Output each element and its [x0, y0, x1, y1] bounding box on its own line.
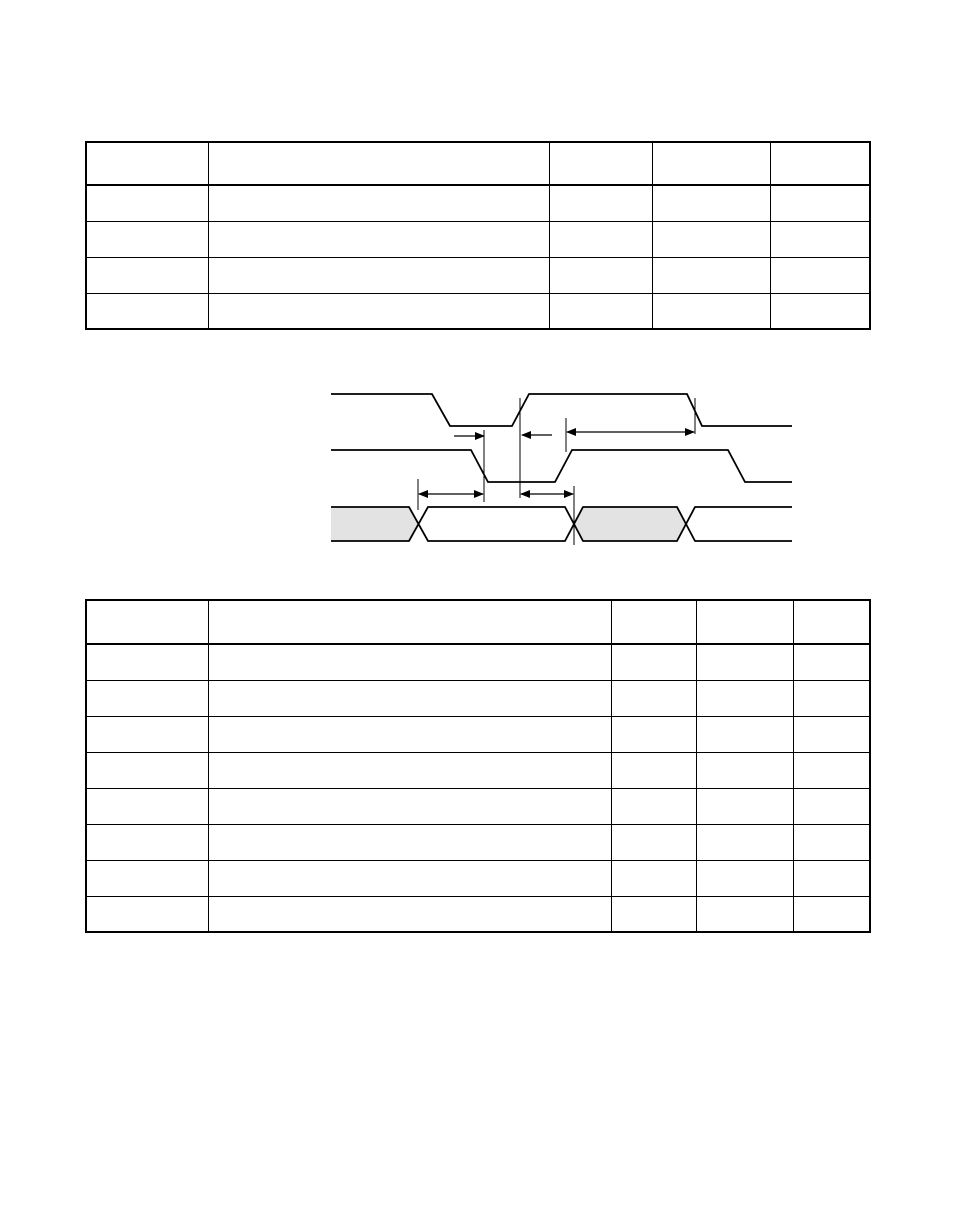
table-cell [651, 220, 771, 258]
table-cell [695, 823, 794, 861]
table-row [85, 859, 871, 897]
table-cell [695, 679, 794, 717]
table-cell [207, 184, 550, 222]
table-cell [85, 823, 209, 861]
table-cell [207, 715, 612, 753]
table-cell [792, 643, 871, 681]
table-cell [792, 859, 871, 897]
table-cell [207, 643, 612, 681]
table-cell [610, 679, 697, 717]
table-cell [792, 751, 871, 789]
header-cell [85, 141, 209, 186]
table-row [85, 787, 871, 825]
table-cell [207, 220, 550, 258]
timing-diagram [331, 393, 792, 545]
table-cell [207, 679, 612, 717]
header-cell [695, 599, 794, 645]
table-cell [792, 895, 871, 933]
table-cell [695, 751, 794, 789]
table-cell [651, 292, 771, 330]
header-cell [207, 141, 550, 186]
header-cell [792, 599, 871, 645]
table-cell [85, 184, 209, 222]
table-cell [610, 643, 697, 681]
table-cell [85, 787, 209, 825]
table-cell [792, 679, 871, 717]
table-row [85, 823, 871, 861]
table-cell [207, 859, 612, 897]
table-row [85, 643, 871, 681]
table-cell [85, 751, 209, 789]
table-cell [85, 643, 209, 681]
table-cell [610, 715, 697, 753]
bus-invalid-region [574, 507, 686, 541]
table-cell [610, 751, 697, 789]
table-row [85, 292, 871, 330]
table-cell [610, 823, 697, 861]
table-cell [769, 292, 871, 330]
table-cell [85, 715, 209, 753]
table-row [85, 679, 871, 717]
table-cell [207, 823, 612, 861]
table-cell [207, 895, 612, 933]
table-header-row [85, 141, 871, 186]
table-cell [695, 859, 794, 897]
table-cell [769, 220, 871, 258]
table-row [85, 184, 871, 222]
table-cell [610, 859, 697, 897]
spec-table-2 [85, 599, 871, 933]
table-cell [207, 787, 612, 825]
header-cell [769, 141, 871, 186]
table-cell [610, 895, 697, 933]
table-cell [85, 859, 209, 897]
table-row [85, 751, 871, 789]
header-cell [207, 599, 612, 645]
table-cell [792, 823, 871, 861]
table-cell [548, 292, 653, 330]
table-cell [792, 787, 871, 825]
header-cell [610, 599, 697, 645]
table-cell [548, 256, 653, 294]
header-cell [651, 141, 771, 186]
table-row [85, 895, 871, 933]
table-cell [695, 643, 794, 681]
table-cell [85, 895, 209, 933]
table-cell [610, 787, 697, 825]
spec-table-1 [85, 141, 871, 330]
table-cell [695, 787, 794, 825]
table-cell [769, 256, 871, 294]
table-cell [792, 715, 871, 753]
table-cell [207, 292, 550, 330]
table-cell [548, 220, 653, 258]
table-row [85, 715, 871, 753]
table-header-row [85, 599, 871, 645]
table-cell [651, 184, 771, 222]
table-cell [695, 715, 794, 753]
table-cell [695, 895, 794, 933]
table-cell [207, 256, 550, 294]
signal-1-waveform [331, 393, 792, 427]
bus-invalid-region [331, 507, 418, 541]
header-cell [548, 141, 653, 186]
table-row [85, 220, 871, 258]
table-cell [207, 751, 612, 789]
table-cell [651, 256, 771, 294]
table-cell [85, 256, 209, 294]
table-cell [85, 679, 209, 717]
signal-2-waveform [331, 449, 792, 483]
table-cell [85, 220, 209, 258]
header-cell [85, 599, 209, 645]
table-cell [85, 292, 209, 330]
table-row [85, 256, 871, 294]
